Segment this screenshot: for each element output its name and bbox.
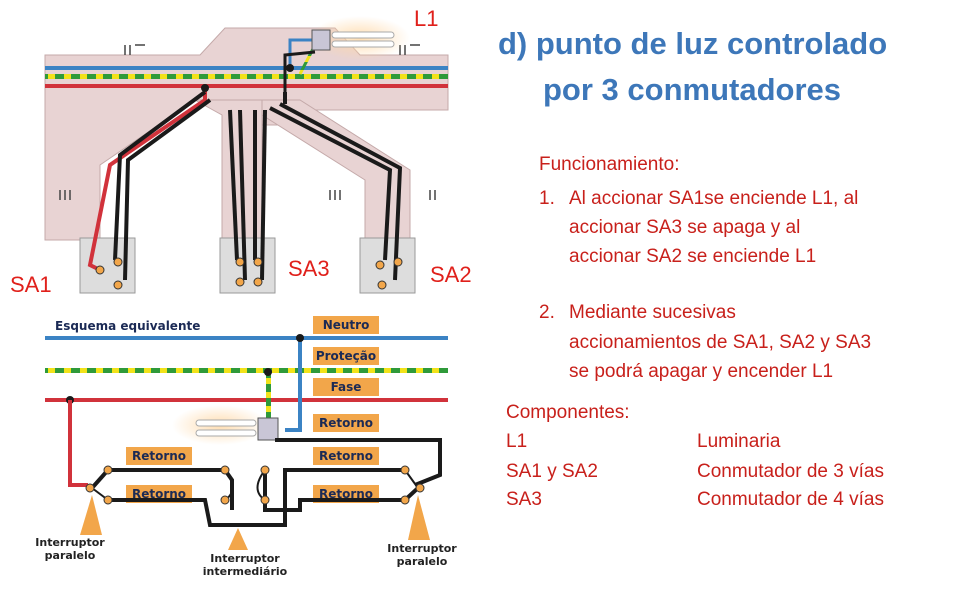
installation-drawing: [44, 16, 449, 294]
tag-retorno-2: Retorno: [132, 449, 186, 463]
funcionamiento-heading: Funcionamiento:: [539, 154, 680, 175]
tag-neutro: Neutro: [323, 318, 370, 332]
title-line-2: por 3 conmutadores: [543, 72, 841, 107]
caption-intermediario-1: Interruptor: [210, 552, 280, 565]
funcionamiento-item-2-line-2: accionamientos de SA1, SA2 y SA3: [569, 332, 872, 353]
switch-box-sa3: [219, 237, 276, 294]
orange-arrow-icon: [80, 495, 430, 550]
caption-paralelo-right-2: paralelo: [397, 555, 448, 568]
funcionamiento-item-1-line-1: Al accionar SA1se enciende L1, al: [569, 188, 859, 209]
caption-paralelo-left-1: Interruptor: [35, 536, 105, 549]
tag-retorno-3: Retorno: [319, 449, 373, 463]
funcionamiento-item-2-num: 2.: [539, 302, 555, 323]
componentes-row-1-desc: Luminaria: [697, 431, 781, 452]
wire-tags: Neutro Proteção Fase Retorno Retorno Ret…: [126, 316, 379, 503]
tag-retorno-1: Retorno: [319, 416, 373, 430]
funcionamiento-item-2-line-3: se podrá apagar y encender L1: [569, 361, 834, 382]
caption-paralelo-left-2: paralelo: [45, 549, 96, 562]
lamp-icon: [172, 405, 279, 445]
funcionamiento-item-1-line-2: accionar SA3 se apaga y al: [569, 217, 801, 238]
label-sa2: SA2: [430, 262, 472, 287]
componentes-row-1-code: L1: [506, 431, 528, 452]
tag-protecao: Proteção: [316, 349, 376, 363]
caption-paralelo-right-1: Interruptor: [387, 542, 457, 555]
tag-retorno-5: Retorno: [319, 487, 373, 501]
label-sa1: SA1: [10, 272, 52, 297]
funcionamiento-item-2-line-1: Mediante sucesivas: [569, 302, 736, 323]
tag-fase: Fase: [331, 380, 362, 394]
componentes-row-2-code: SA1 y SA2: [506, 461, 598, 482]
funcionamiento-item-1-num: 1.: [539, 188, 555, 209]
componentes-heading: Componentes:: [506, 402, 630, 423]
label-sa3: SA3: [288, 256, 330, 281]
label-l1: L1: [414, 6, 439, 31]
componentes-row-2-desc: Conmutador de 3 vías: [697, 461, 884, 482]
protecao-wire: [45, 368, 448, 373]
title-line-1: d) punto de luz controlado: [498, 26, 888, 61]
caption-intermediario-2: intermediário: [203, 565, 288, 578]
lamp-icon: [310, 16, 410, 60]
componentes-row-3-desc: Conmutador de 4 vías: [697, 489, 884, 510]
equivalent-schema: Esquema equivalente Neutro Proteção Fase…: [35, 316, 457, 578]
tag-retorno-4: Retorno: [132, 487, 186, 501]
funcionamiento-item-1-line-3: accionar SA2 se enciende L1: [569, 246, 817, 267]
componentes-row-3-code: SA3: [506, 489, 542, 510]
schema-heading: Esquema equivalente: [55, 319, 200, 333]
